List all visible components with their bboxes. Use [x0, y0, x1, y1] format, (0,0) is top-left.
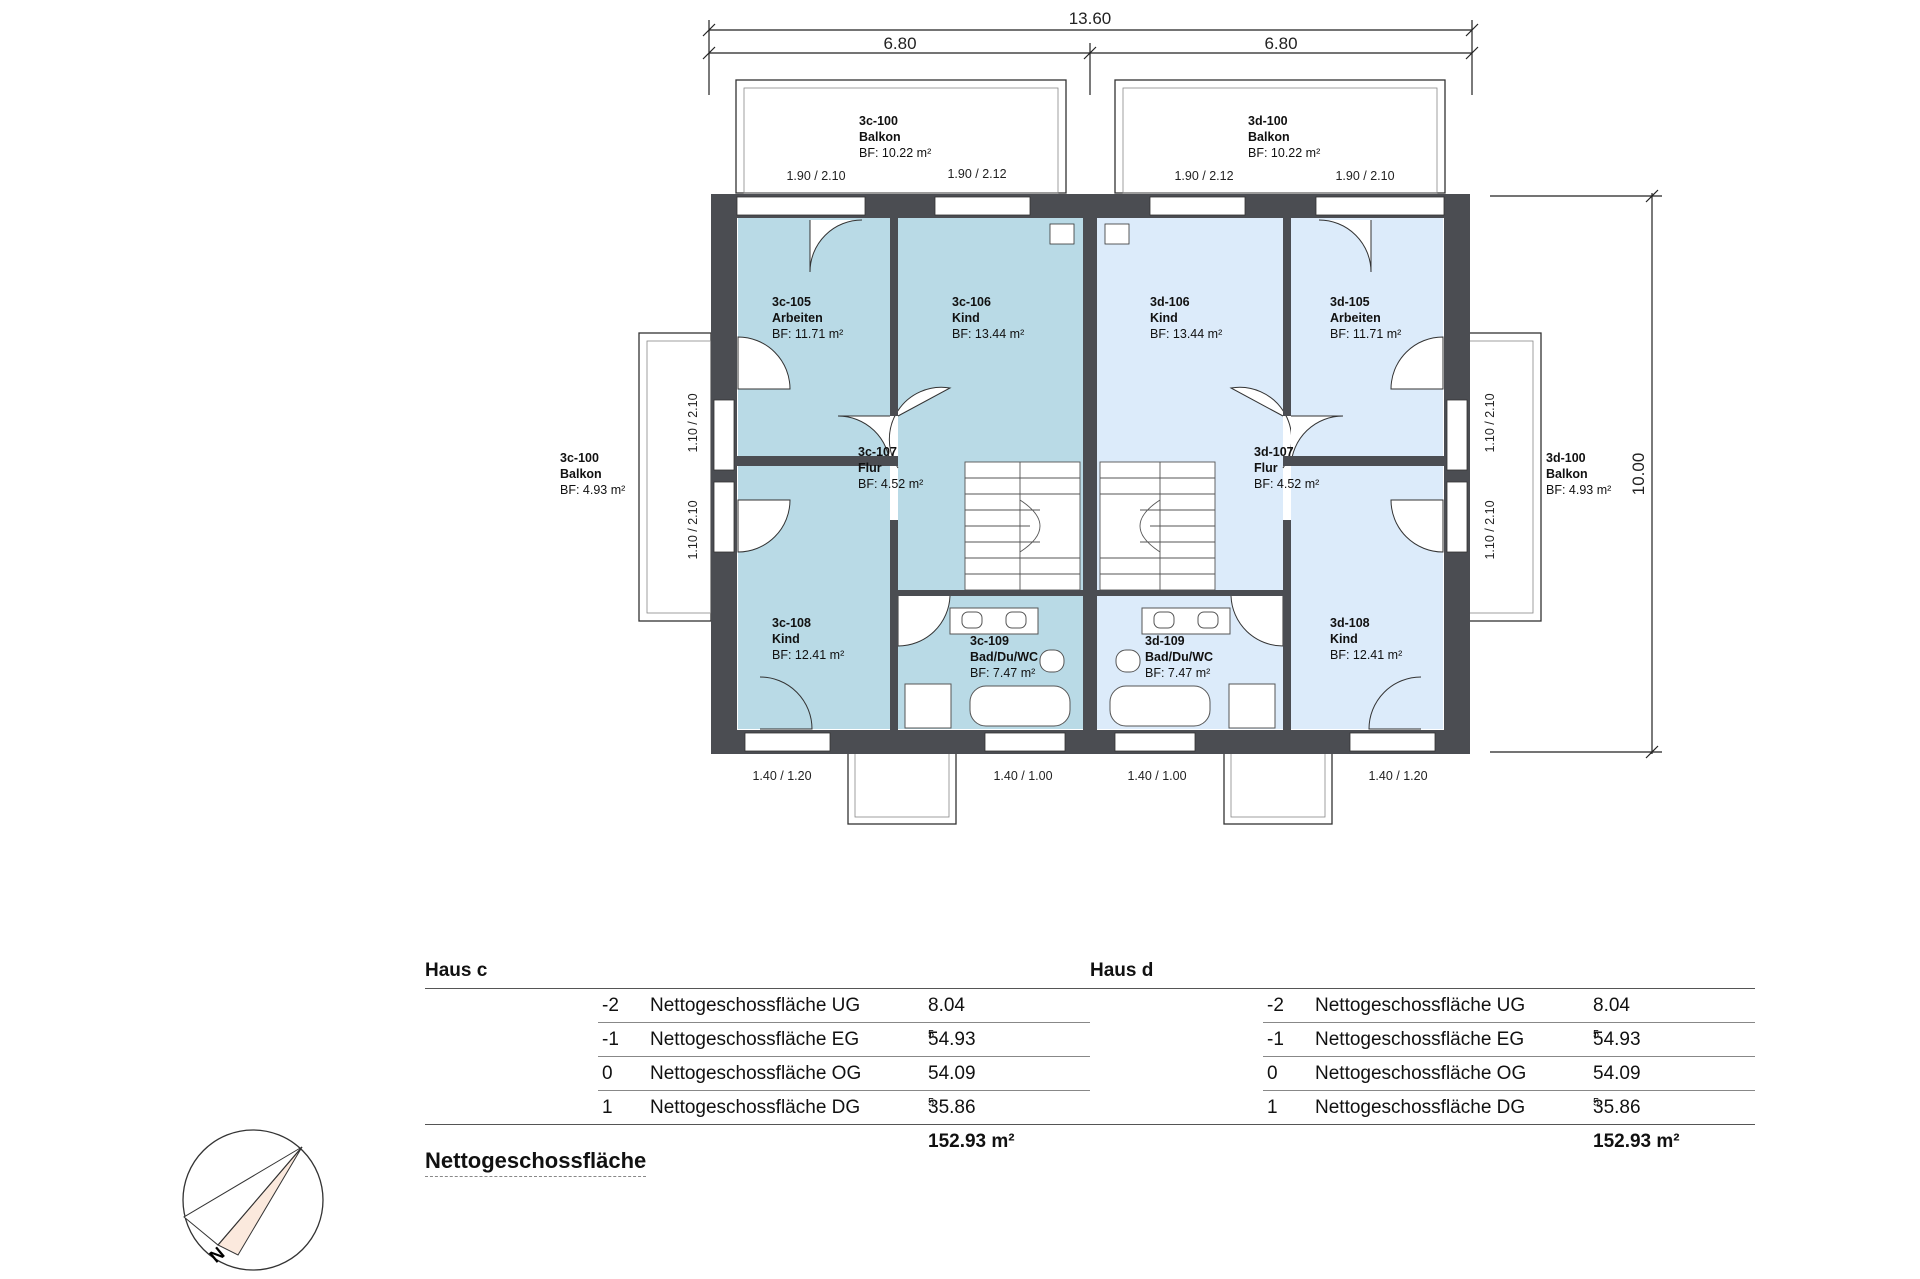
room-label-d106-id: 3d-106: [1150, 295, 1190, 309]
room-label-d107-name: Flur: [1254, 461, 1278, 475]
room-label-d107-area: BF: 4.52 m²: [1254, 477, 1319, 491]
room-label-c105-name: Arbeiten: [772, 311, 823, 325]
room-label-d108-name: Kind: [1330, 632, 1358, 646]
svg-text:1.40 / 1.00: 1.40 / 1.00: [1127, 769, 1186, 783]
room-label-c100_side-area: BF: 4.93 m²: [560, 483, 625, 497]
balcony-side-c: [638, 332, 712, 622]
balcony-top-c: [735, 79, 1067, 194]
room-label-d100_side-name: Balkon: [1546, 467, 1588, 481]
room-label-d108-id: 3d-108: [1330, 616, 1370, 630]
svg-text:1.90 / 2.10: 1.90 / 2.10: [1335, 169, 1394, 183]
svg-text:1.40 / 1.00: 1.40 / 1.00: [993, 769, 1052, 783]
room-label-c100_top-id: 3c-100: [859, 114, 898, 128]
dim-depth: 10.00: [1629, 453, 1648, 496]
room-label-d109-id: 3d-109: [1145, 634, 1185, 648]
room-label-d100_side-id: 3d-100: [1546, 451, 1586, 465]
room-fill-d106: [1097, 218, 1283, 456]
room-label-d100_side-area: BF: 4.93 m²: [1546, 483, 1611, 497]
room-label-c100_top-area: BF: 10.22 m²: [859, 146, 931, 160]
floor-plan: 13.60 6.80 6.80 10.00: [560, 9, 1662, 825]
room-label-c100_top-name: Balkon: [859, 130, 901, 144]
svg-text:1.40 / 1.20: 1.40 / 1.20: [752, 769, 811, 783]
room-label-d107-id: 3d-107: [1254, 445, 1294, 459]
room-label-c107-id: 3c-107: [858, 445, 897, 459]
room-label-d105-area: BF: 11.71 m²: [1330, 327, 1401, 341]
room-label-c105-id: 3c-105: [772, 295, 811, 309]
dimension-lines: [702, 20, 1662, 759]
room-label-c109-id: 3c-109: [970, 634, 1009, 648]
room-label-c107-area: BF: 4.52 m²: [858, 477, 923, 491]
window-labels: 1.90 / 2.10 1.90 / 2.12 1.90 / 2.12 1.90…: [686, 167, 1497, 783]
house-title: Haus d: [1090, 954, 1755, 989]
house-title: Haus c: [425, 954, 1090, 989]
room-label-c107-name: Flur: [858, 461, 882, 475]
room-label-d106-area: BF: 13.44 m²: [1150, 327, 1222, 341]
room-label-c106-area: BF: 13.44 m²: [952, 327, 1024, 341]
table-heading: Nettogeschossfläche: [425, 1148, 647, 1177]
dim-half-width-left: 6.80: [883, 34, 916, 53]
room-label-d100_top-name: Balkon: [1248, 130, 1290, 144]
room-label-c108-area: BF: 12.41 m²: [772, 648, 844, 662]
room-label-d106-name: Kind: [1150, 311, 1178, 325]
doors: [737, 219, 1444, 730]
room-label-c108-id: 3c-108: [772, 616, 811, 630]
room-label-d105-id: 3d-105: [1330, 295, 1370, 309]
wall-openings: [713, 196, 1468, 752]
room-label-d105-name: Arbeiten: [1330, 311, 1381, 325]
svg-text:1.10 / 2.10: 1.10 / 2.10: [686, 393, 700, 452]
room-label-c106-id: 3c-106: [952, 295, 991, 309]
total-row: 152.93 m²: [928, 1131, 1015, 1152]
room-label-c106-name: Kind: [952, 311, 980, 325]
room-label-c100_side-name: Balkon: [560, 467, 602, 481]
total-rule: [425, 1124, 1090, 1125]
bathroom-fixtures: [904, 607, 1276, 729]
room-label-c100_side-id: 3c-100: [560, 451, 599, 465]
staircases: [964, 461, 1216, 591]
svg-text:1.90 / 2.10: 1.90 / 2.10: [786, 169, 845, 183]
balconies: [638, 79, 1542, 825]
room-label-d109-name: Bad/Du/WC: [1145, 650, 1213, 664]
room-label-d100_top-area: BF: 10.22 m²: [1248, 146, 1320, 160]
window-box-bottom-d: [1223, 749, 1333, 825]
compass-north-arrow-icon: N: [182, 1129, 324, 1271]
svg-text:1.90 / 2.12: 1.90 / 2.12: [947, 167, 1006, 181]
svg-text:1.90 / 2.12: 1.90 / 2.12: [1174, 169, 1233, 183]
svg-text:1.10 / 2.10: 1.10 / 2.10: [1483, 500, 1497, 559]
room-label-d100_top-id: 3d-100: [1248, 114, 1288, 128]
svg-text:1.40 / 1.20: 1.40 / 1.20: [1368, 769, 1427, 783]
room-label-d109-area: BF: 7.47 m²: [1145, 666, 1210, 680]
balcony-top-d: [1114, 79, 1446, 194]
total-row: 152.93 m²: [1593, 1131, 1680, 1152]
room-label-c109-area: BF: 7.47 m²: [970, 666, 1035, 680]
svg-text:1.10 / 2.10: 1.10 / 2.10: [686, 500, 700, 559]
svg-text:1.10 / 2.10: 1.10 / 2.10: [1483, 393, 1497, 452]
room-label-d108-area: BF: 12.41 m²: [1330, 648, 1402, 662]
balcony-side-d: [1468, 332, 1542, 622]
total-rule: [1090, 1124, 1755, 1125]
dim-overall-width: 13.60: [1069, 9, 1112, 28]
room-fill-c106: [898, 218, 1083, 456]
room-label-c108-name: Kind: [772, 632, 800, 646]
dim-half-width-right: 6.80: [1264, 34, 1297, 53]
window-box-bottom-c: [847, 749, 957, 825]
room-label-c109-name: Bad/Du/WC: [970, 650, 1038, 664]
room-label-c105-area: BF: 11.71 m²: [772, 327, 843, 341]
